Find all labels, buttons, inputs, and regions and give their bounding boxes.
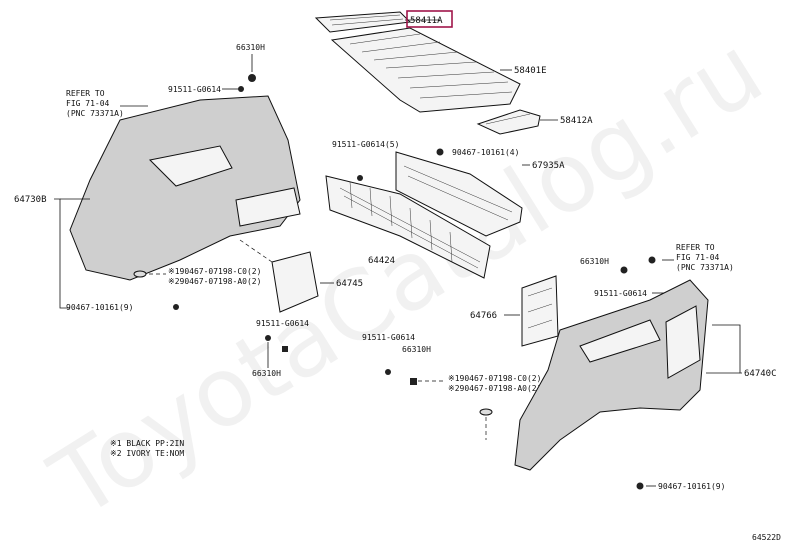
clip-icon-66310h-left	[282, 346, 288, 352]
callout-90467-10161-9-right[interactable]: 90467-10161(9)	[658, 482, 725, 491]
refer-right-line2[interactable]: FIG 71-04	[676, 253, 720, 262]
rear-panel-67935a[interactable]	[395, 151, 523, 237]
callout-64745[interactable]: 64745	[336, 279, 363, 289]
callout-67935a[interactable]: 67935A	[532, 161, 565, 171]
callout-90467-10161-9-left[interactable]: 90467-10161(9)	[66, 303, 133, 312]
callout-90467-10161-4[interactable]: 90467-10161(4)	[452, 148, 519, 157]
callout-91511-g0614-left[interactable]: 91511-G0614	[256, 319, 309, 328]
frame-64424[interactable]	[325, 175, 491, 279]
callout-58411a[interactable]: 58411A	[410, 16, 443, 26]
callout-91511-g0614-mid[interactable]: 91511-G0614	[362, 333, 415, 342]
clip-icon-mid-bottom	[479, 408, 493, 416]
legend-note-2: ※2 IVORY TE:NOM	[110, 449, 184, 458]
screw-icon-top	[238, 86, 244, 92]
quarter-trim-64730b[interactable]	[69, 95, 301, 281]
clip-icon-66310h-mid	[410, 378, 417, 385]
callout-64730b[interactable]: 64730B	[14, 195, 47, 205]
callout-66310h-mid[interactable]: 66310H	[402, 345, 431, 354]
refer-right-line1: REFER TO	[676, 243, 715, 252]
legend-note-1: ※1 BLACK PP:2IN	[110, 439, 184, 448]
board-64766[interactable]	[521, 275, 559, 347]
refer-right-line3: (PNC 73371A)	[676, 263, 734, 272]
clip-icon-left	[133, 270, 147, 278]
screw-icon-mid	[385, 369, 391, 375]
deck-board-58412a[interactable]	[476, 109, 541, 135]
callout-91511-g0614-top[interactable]: 91511-G0614	[168, 85, 221, 94]
callout-91511-g0614-5[interactable]: 91511-G0614(5)	[332, 140, 399, 149]
deck-board-58401e[interactable]	[330, 27, 521, 113]
callout-66310h-left[interactable]: 66310H	[252, 369, 281, 378]
callout-64424[interactable]: 64424	[368, 256, 395, 266]
highlight-box-58411a	[406, 10, 453, 28]
clip-icon-right-bottom	[636, 482, 644, 490]
clip-icon-left-bottom	[173, 304, 179, 310]
callout-66310h-right[interactable]: 66310H	[580, 257, 609, 266]
callout-66310h-top[interactable]: 66310H	[236, 43, 265, 52]
callout-64766[interactable]: 64766	[470, 311, 497, 321]
refer-left-line3: (PNC 73371A)	[66, 109, 124, 118]
cover-64745[interactable]	[271, 251, 319, 313]
callout-left-cd[interactable]: ※190467-07198-C0(2)	[168, 267, 261, 276]
callout-mid-cd[interactable]: ※190467-07198-C0(2)	[448, 374, 541, 383]
clip-icon-top	[436, 148, 444, 156]
refer-left-line1: REFER TO	[66, 89, 105, 98]
refer-left-line2[interactable]: FIG 71-04	[66, 99, 110, 108]
callout-64740c[interactable]: 64740C	[744, 369, 777, 379]
deck-board-58411a[interactable]	[314, 11, 412, 33]
callout-58401e[interactable]: 58401E	[514, 66, 547, 76]
callout-left-a0[interactable]: ※290467-07198-A0(2)	[168, 277, 261, 286]
screw-icon-left-mid	[265, 335, 271, 341]
callout-mid-a0[interactable]: ※290467-07198-A0(2)	[448, 384, 541, 393]
screw-icon-center	[357, 175, 363, 181]
clip-icon-66310h-right	[620, 256, 656, 274]
clip-icon-66310h-top	[248, 74, 256, 82]
quarter-trim-64740c[interactable]	[514, 279, 709, 471]
callout-58412a[interactable]: 58412A	[560, 116, 593, 126]
diagram-id: 64522D	[752, 533, 781, 542]
callout-91511-g0614-right[interactable]: 91511-G0614	[594, 289, 647, 298]
